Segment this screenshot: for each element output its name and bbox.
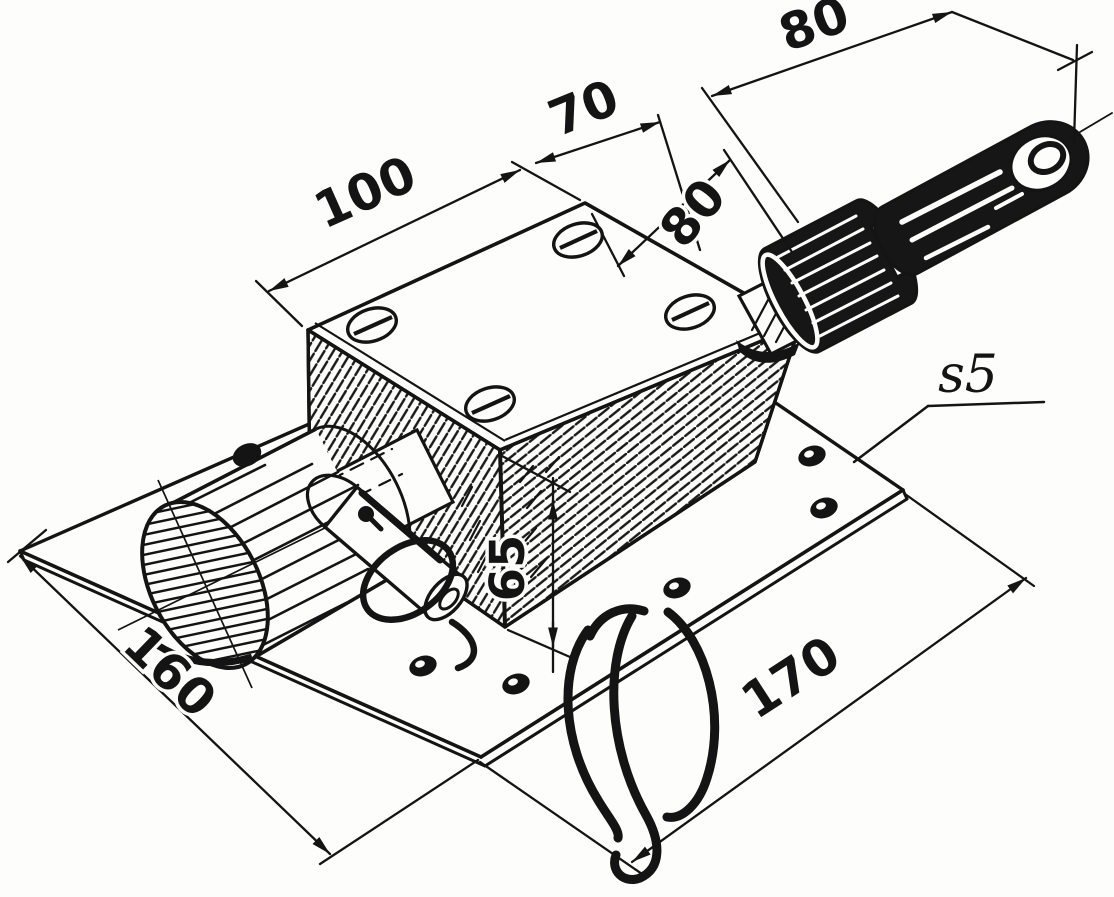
dim-line [534,120,662,165]
nut-knurl-lines [776,214,900,338]
latch-start-cap [305,473,359,529]
dim-line [616,158,732,268]
dim-line-tail [950,10,1075,62]
dim-label-80-handle: 80 [772,0,857,63]
box-screws [346,221,716,423]
dim-ext-line [6,528,48,564]
dim-line [267,168,522,293]
latch-top-band [358,489,444,564]
handle-eyelet-ring [1027,141,1067,175]
latch-wire-ring [359,537,457,623]
plate-hole [409,655,437,677]
plate-hole [502,673,530,695]
plate-thickness-callout: s5 [852,342,1046,464]
handle [869,120,1090,279]
box-shading-dashes [460,455,561,579]
nut-left-collar [760,252,820,350]
box-front-edge [498,449,507,628]
latch-end-cap [423,572,469,622]
latch-ring-tail [448,618,478,672]
latch-pin-stem [363,511,384,532]
dim-label-65: 65 [480,535,536,602]
screw [464,385,516,423]
dim-ext-line [478,760,644,876]
dim-label-170: 170 [731,625,850,730]
dim-line [18,554,332,856]
dim-ext-line [254,279,304,328]
label-plate-thickness: s5 [938,345,998,405]
dim-box-height: 65 [477,454,572,674]
knob-set-screw [232,443,262,467]
callout-underline [926,400,1046,408]
screw [552,221,604,259]
dim-line [710,10,954,98]
plate-hole [798,445,826,467]
knob-top-silhouette [164,427,317,509]
latch-clip [305,473,478,672]
shaft-shadow [736,340,800,363]
dim-ext-line [318,758,480,866]
hook-strand-left [563,625,623,843]
callout-leader [852,404,930,464]
box-lid-bevel-left [314,322,506,442]
dim-line [630,576,1028,864]
screw [346,306,398,344]
plate-hole [810,497,838,519]
dim-ext-line [700,86,800,224]
box-lid-bevel-right [504,316,797,442]
dim-ext-line [500,454,572,494]
dim-ext-line [506,628,572,659]
hook-strand-outer [662,607,720,822]
screw [664,293,716,331]
handle-highlight-streaks [899,169,1024,261]
dim-ext-line [510,160,582,202]
centerline-overshoot [1079,112,1113,133]
dim-tick [1056,50,1094,72]
dim-ext-line [722,148,794,254]
dim-ext-line [903,492,1036,588]
